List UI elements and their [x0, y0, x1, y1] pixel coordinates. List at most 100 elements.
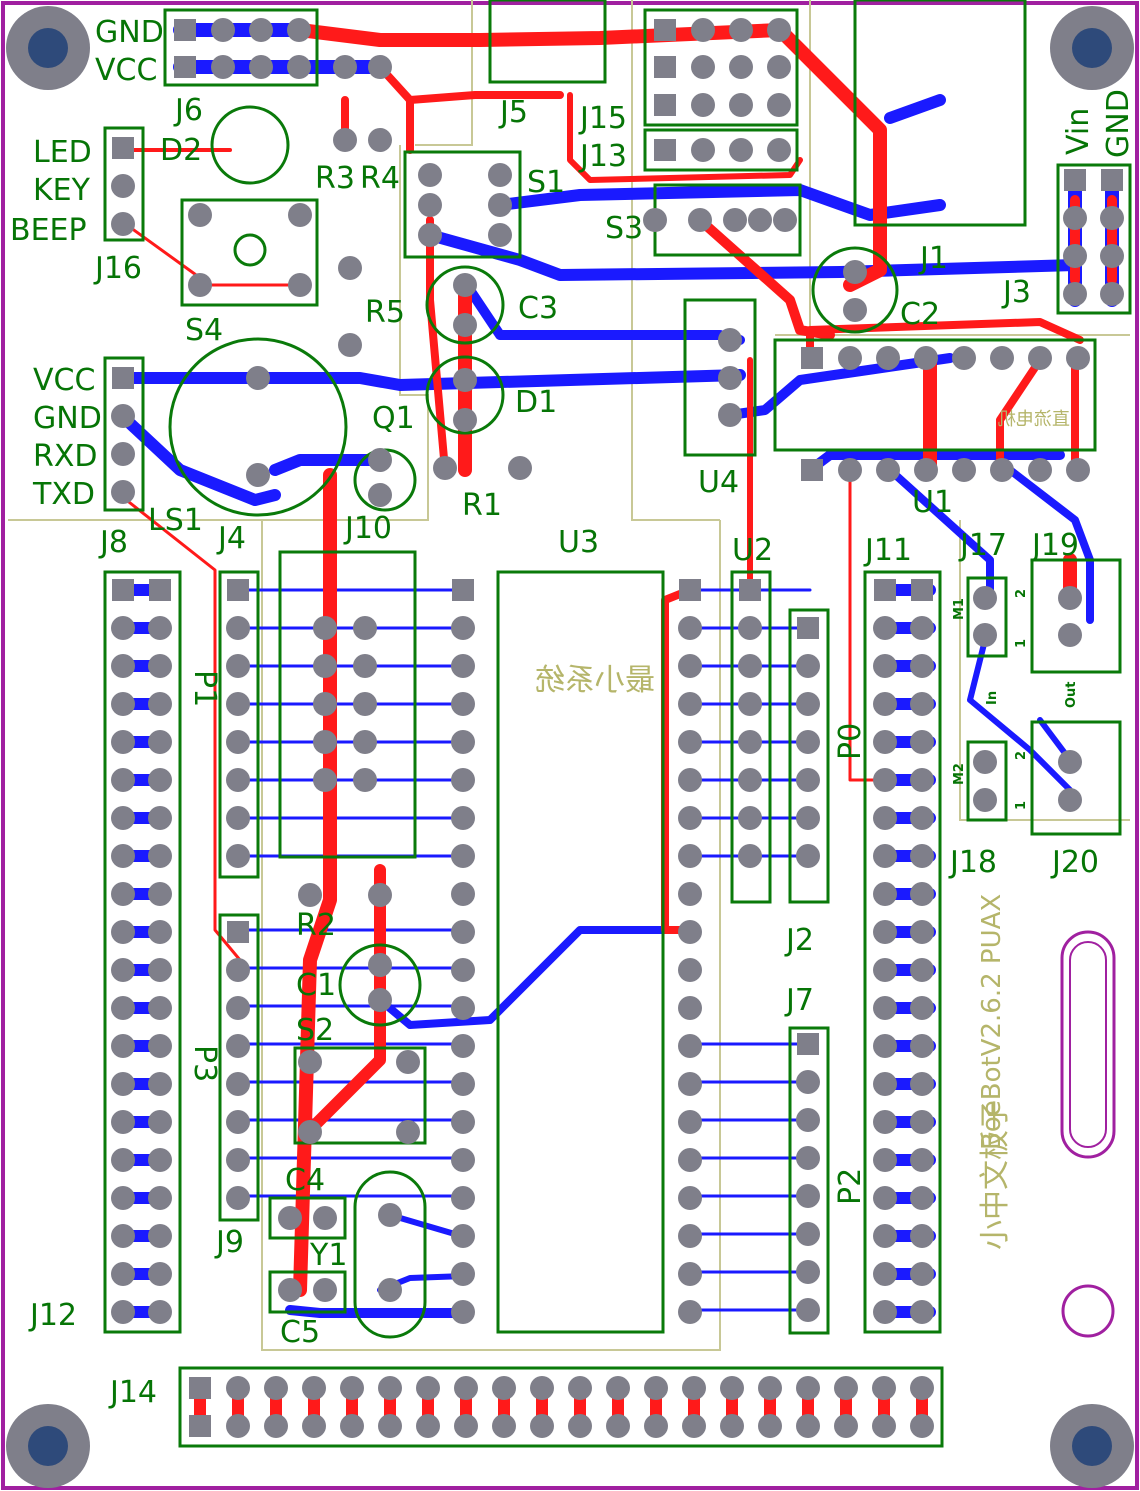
pad [873, 1300, 897, 1324]
silkscreen [103, 0, 1132, 1448]
pad [691, 55, 715, 79]
pad [873, 1072, 897, 1096]
pad [738, 654, 762, 678]
pad [691, 93, 715, 117]
pad [211, 18, 235, 42]
pad [453, 368, 477, 392]
pad [148, 844, 172, 868]
pad [226, 1110, 250, 1134]
pad [872, 1376, 896, 1400]
pad [654, 56, 676, 78]
pad [678, 654, 702, 678]
pad [418, 163, 442, 187]
designator-j14: J14 [108, 1375, 157, 1410]
pad [148, 882, 172, 906]
designator-c4: C4 [285, 1163, 325, 1198]
designator-c5: C5 [280, 1315, 320, 1350]
pad [416, 1414, 440, 1438]
pad [678, 1300, 702, 1324]
pad [738, 730, 762, 754]
pad [211, 55, 235, 79]
pad [682, 1376, 706, 1400]
pad [112, 137, 134, 159]
pad [738, 844, 762, 868]
pad [990, 346, 1014, 370]
label-j6-vcc: VCC [95, 53, 157, 88]
pad [333, 128, 357, 152]
designator-u2: U2 [732, 533, 773, 568]
pad [111, 616, 135, 640]
designator-s2: S2 [296, 1013, 334, 1048]
designator-s1: S1 [527, 165, 565, 200]
pad [738, 692, 762, 716]
pad [148, 616, 172, 640]
pad [418, 193, 442, 217]
pad [148, 692, 172, 716]
pad [910, 1414, 934, 1438]
designator-s4: S4 [185, 313, 223, 348]
pad [111, 1262, 135, 1286]
pad [313, 692, 337, 716]
pad [910, 806, 934, 830]
pad [738, 806, 762, 830]
pad [451, 1224, 475, 1248]
designator-r5: R5 [365, 295, 405, 330]
pad [246, 366, 270, 390]
pad [797, 1033, 819, 1055]
pad [378, 1376, 402, 1400]
pad [148, 1148, 172, 1172]
pad [873, 1186, 897, 1210]
label-j6-gnd: GND [95, 15, 164, 50]
pad [678, 806, 702, 830]
designator-p3: P3 [187, 1045, 222, 1082]
pad [873, 844, 897, 868]
mounting-holes [6, 6, 1134, 1488]
pad [910, 1148, 934, 1172]
pad [451, 882, 475, 906]
pad [678, 882, 702, 906]
pad [148, 1224, 172, 1248]
pad [678, 958, 702, 982]
pad [338, 333, 362, 357]
pad [973, 788, 997, 812]
pad [644, 1414, 668, 1438]
pad [1058, 623, 1082, 647]
pad [249, 18, 273, 42]
designator-p1: P1 [187, 670, 222, 707]
pad [678, 844, 702, 868]
pad [148, 1034, 172, 1058]
designator-j1: J1 [918, 241, 948, 276]
pad [796, 1298, 820, 1322]
pad [353, 692, 377, 716]
pad [910, 1034, 934, 1058]
designator-j5: J5 [498, 95, 528, 130]
pad [378, 1414, 402, 1438]
pad [748, 208, 772, 232]
pad [1028, 346, 1052, 370]
pad [226, 844, 250, 868]
pad [368, 448, 392, 472]
pad [1028, 458, 1052, 482]
pad [1066, 346, 1090, 370]
pad [1100, 282, 1124, 306]
pad [973, 586, 997, 610]
pad [910, 1072, 934, 1096]
pad [148, 1262, 172, 1286]
pad [148, 806, 172, 830]
pad [718, 403, 742, 427]
pad [691, 138, 715, 162]
pad [313, 768, 337, 792]
pad [148, 1186, 172, 1210]
pad [678, 1072, 702, 1096]
pad [451, 654, 475, 678]
round-cutout [1061, 1284, 1115, 1338]
sideways-title: 小中文板子 [978, 1100, 1013, 1250]
pad [111, 882, 135, 906]
pad [873, 958, 897, 982]
pad [1064, 169, 1086, 191]
pad [111, 1224, 135, 1248]
pad [148, 730, 172, 754]
label-vin: Vin [1061, 108, 1096, 155]
designator-j18: J18 [948, 845, 997, 880]
pad [910, 1224, 934, 1248]
